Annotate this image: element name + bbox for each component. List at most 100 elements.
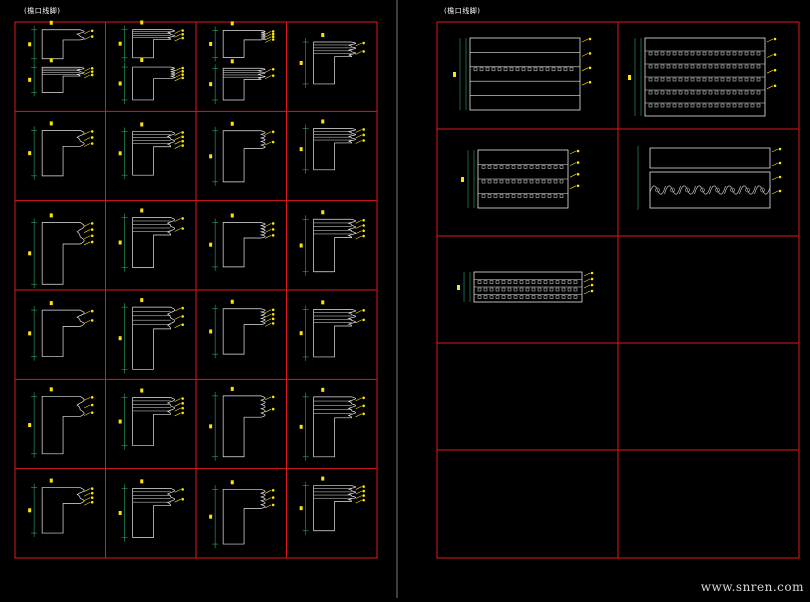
dentil-block — [489, 287, 494, 292]
dentil-block — [499, 194, 504, 198]
annotation-mark — [271, 503, 275, 507]
annotation-mark — [90, 309, 94, 313]
dentil-block — [654, 103, 659, 108]
dentil-block — [690, 77, 695, 82]
dentil-block — [483, 287, 488, 292]
dentil-block — [732, 64, 737, 69]
carved-rosette — [700, 187, 705, 193]
dimension-label-mark — [299, 506, 303, 511]
annotation-leader — [766, 54, 774, 58]
dentil-block — [756, 90, 761, 95]
molding-profile — [222, 488, 266, 545]
annotation-mark — [181, 497, 184, 501]
dentil-block — [660, 51, 665, 56]
dentil-block — [684, 103, 689, 108]
dentil-block — [726, 64, 731, 69]
dentil-block — [529, 194, 534, 198]
dimension-label-mark — [209, 154, 213, 159]
dentil-block — [678, 103, 683, 108]
annotation-leader — [771, 176, 779, 181]
carved-ornament — [694, 185, 711, 195]
annotation-mark — [181, 29, 184, 32]
sheet-1-title: (檐口线脚) — [24, 7, 61, 15]
annotation-mark — [181, 315, 184, 318]
annotation-leader — [355, 495, 362, 499]
dentil-block — [750, 77, 755, 82]
annotation-leader — [265, 314, 272, 318]
molding-profile — [313, 218, 356, 273]
dimension-label-mark — [140, 20, 144, 25]
dentil-block — [559, 165, 564, 169]
dentil-block — [744, 90, 749, 95]
annotation-leader — [174, 71, 181, 75]
annotation-leader — [355, 310, 362, 314]
carved-rosette — [715, 187, 720, 193]
dentil-block — [654, 77, 659, 82]
dentil-block — [495, 287, 500, 292]
dentil-block — [744, 51, 749, 56]
dentil-block — [535, 179, 540, 184]
dentil-block — [491, 67, 496, 72]
dentil-block — [672, 103, 677, 108]
dentil-block — [523, 179, 528, 184]
dentil-block — [545, 67, 550, 72]
annotation-mark — [271, 38, 275, 41]
annotation-mark — [181, 411, 184, 415]
annotation-mark — [362, 309, 365, 312]
dentil-block — [519, 280, 524, 284]
dentil-block — [481, 179, 486, 184]
dentil-block — [738, 77, 743, 82]
dentil-block — [690, 51, 695, 56]
annotation-mark — [362, 50, 365, 53]
dentil-block — [573, 295, 578, 299]
annotation-leader — [355, 140, 362, 144]
annotation-mark — [271, 407, 275, 411]
dentil-block — [531, 287, 536, 292]
annotation-mark — [362, 218, 365, 222]
annotation-leader — [265, 131, 272, 136]
dentil-block — [489, 280, 494, 284]
annotation-leader — [771, 162, 779, 167]
annotation-leader — [174, 489, 181, 493]
dimension-label-mark — [49, 20, 53, 25]
molding-profile — [132, 306, 175, 370]
dentil-block — [720, 64, 725, 69]
annotation-leader — [265, 318, 272, 323]
molding-profile — [132, 66, 175, 101]
dentil-block — [672, 51, 677, 56]
carved-frieze-frame — [649, 171, 771, 209]
annotation-mark — [90, 73, 94, 77]
dentil-block — [726, 90, 731, 95]
dimension-label-mark — [321, 119, 325, 124]
dimension-label-mark — [209, 41, 213, 46]
dentil-block — [513, 280, 518, 284]
annotation-leader — [174, 228, 181, 232]
dentil-block — [684, 90, 689, 95]
annotation-mark — [362, 489, 365, 493]
dentil-block — [567, 295, 572, 299]
dentil-block — [678, 51, 683, 56]
dimension-label-mark — [118, 510, 122, 515]
dentil-block — [539, 67, 544, 72]
molding-profile — [313, 309, 356, 358]
dimension-label-mark — [321, 300, 325, 305]
dentil-block — [559, 179, 564, 184]
dimension-label-mark — [461, 177, 464, 182]
dentil-block — [561, 280, 566, 284]
dimension-label-mark — [49, 301, 53, 306]
dentil-block — [559, 194, 564, 198]
dimension-label-mark — [28, 331, 32, 336]
annotation-mark — [271, 395, 275, 399]
molding-profile — [313, 396, 356, 458]
annotation-mark — [90, 319, 94, 322]
annotation-mark — [271, 312, 275, 316]
annotation-mark — [271, 322, 275, 325]
dentil-block — [547, 194, 552, 198]
dimension-label-mark — [321, 210, 325, 215]
dimension-label-mark — [457, 285, 460, 290]
dentil-block — [696, 90, 701, 95]
annotation-mark — [90, 222, 94, 225]
dimension-label-mark — [140, 208, 144, 213]
annotation-mark — [271, 67, 275, 71]
annotation-leader — [174, 398, 181, 402]
